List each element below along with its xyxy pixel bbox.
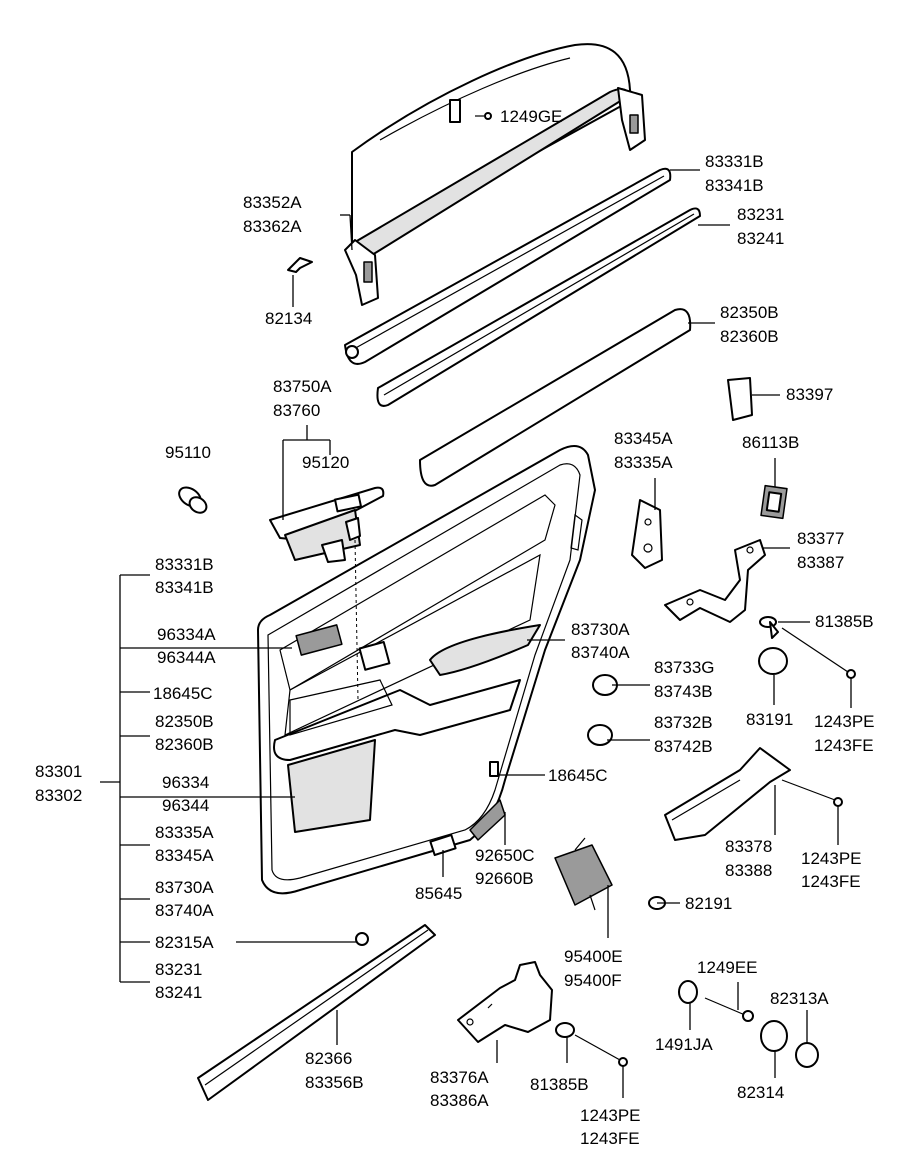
- label-83231-panel: 83231: [155, 960, 202, 979]
- label-83742B: 83742B: [654, 737, 713, 756]
- label-92660B: 92660B: [475, 869, 534, 888]
- leader-lines: [100, 169, 852, 1098]
- label-86113B: 86113B: [742, 433, 799, 452]
- weatherstrip-83231: [376, 207, 701, 407]
- pad-83397: [727, 377, 753, 421]
- clip-85645: [429, 833, 457, 857]
- label-1243FE-c: 1243FE: [580, 1129, 640, 1148]
- label-83331B: 83331B: [705, 152, 764, 171]
- bracket-83378: [664, 747, 791, 841]
- label-81385B-b: 81385B: [530, 1075, 589, 1094]
- label-95400F: 95400F: [564, 971, 622, 990]
- label-95110: 95110: [165, 443, 211, 462]
- label-83302: 83302: [35, 786, 82, 805]
- label-1243PE: 1243PE: [814, 712, 875, 731]
- label-83388: 83388: [725, 861, 772, 880]
- label-82360B: 82360B: [720, 327, 779, 346]
- label-95400E: 95400E: [564, 947, 623, 966]
- clip-1491JA: [678, 980, 698, 1004]
- label-1243PE-b: 1243PE: [801, 849, 862, 868]
- label-96344: 96344: [162, 796, 209, 815]
- label-82360B-panel: 82360B: [155, 735, 214, 754]
- label-83341B: 83341B: [705, 176, 764, 195]
- label-83356B: 83356B: [305, 1073, 364, 1092]
- label-1249GE: 1249GE: [500, 107, 562, 126]
- clip-82134: [287, 257, 313, 273]
- label-96344A: 96344A: [157, 648, 216, 667]
- knob-95110: [178, 486, 208, 514]
- label-82134: 82134: [265, 309, 312, 328]
- label-83341B-panel: 83341B: [155, 578, 214, 597]
- label-18645C-panel: 18645C: [153, 684, 213, 703]
- label-83231: 83231: [737, 205, 784, 224]
- label-1243FE: 1243FE: [814, 736, 874, 755]
- label-81385B: 81385B: [815, 612, 874, 631]
- label-83376A: 83376A: [430, 1068, 489, 1087]
- label-83345A: 83345A: [614, 429, 673, 448]
- cap-82313A: [795, 1042, 819, 1068]
- label-1491JA: 1491JA: [655, 1035, 713, 1054]
- label-96334: 96334: [162, 773, 209, 792]
- label-83345A-panel: 83345A: [155, 846, 214, 865]
- label-83730A: 83730A: [571, 620, 630, 639]
- label-83760: 83760: [273, 401, 320, 420]
- label-83743B: 83743B: [654, 682, 713, 701]
- pad-86113B: [760, 484, 788, 520]
- garnish-82350B: [419, 308, 692, 487]
- label-18645C: 18645C: [548, 766, 608, 785]
- label-1249EE: 1249EE: [697, 958, 758, 977]
- label-83378: 83378: [725, 837, 772, 856]
- label-83335A: 83335A: [614, 453, 673, 472]
- label-83750A: 83750A: [273, 377, 332, 396]
- label-82350B: 82350B: [720, 303, 779, 322]
- weatherstrip-83331B: [344, 167, 672, 365]
- label-83732B: 83732B: [654, 713, 713, 732]
- label-82350B-panel: 82350B: [155, 712, 214, 731]
- label-95120: 95120: [302, 453, 349, 472]
- label-82366: 82366: [305, 1049, 352, 1068]
- bracket-83376A: [457, 961, 553, 1043]
- grommet-83191: [758, 647, 788, 675]
- label-83740A-panel: 83740A: [155, 901, 214, 920]
- label-83331B-panel: 83331B: [155, 555, 214, 574]
- label-82314: 82314: [737, 1083, 784, 1102]
- label-83387: 83387: [797, 553, 844, 572]
- label-83241: 83241: [737, 229, 784, 248]
- label-83386A: 83386A: [430, 1091, 489, 1110]
- label-83241-panel: 83241: [155, 983, 202, 1002]
- label-82313A: 82313A: [770, 989, 829, 1008]
- clip-82315A: [355, 932, 369, 946]
- door-trim-panel: [257, 445, 596, 895]
- grommet-82314: [760, 1020, 788, 1052]
- label-92650C: 92650C: [475, 846, 535, 865]
- power-window-switch-panel: [269, 486, 385, 563]
- label-83377: 83377: [797, 529, 844, 548]
- light-95400E: [554, 844, 613, 906]
- label-83740A: 83740A: [571, 643, 630, 662]
- scuff-plate-82366: [197, 924, 436, 1101]
- label-96334A: 96334A: [157, 625, 216, 644]
- sunshade-assembly: [344, 43, 646, 306]
- label-82191: 82191: [685, 894, 732, 913]
- label-83730A-panel: 83730A: [155, 878, 214, 897]
- label-1243PE-c: 1243PE: [580, 1106, 641, 1125]
- part-number-labels: 1249GE 83331B 83341B 83352A 83362A 83231…: [35, 107, 875, 1148]
- screw-1243PE-right: [781, 627, 849, 673]
- label-83191: 83191: [746, 710, 793, 729]
- label-83352A: 83352A: [243, 193, 302, 212]
- bracket-83377: [664, 539, 766, 623]
- label-85645: 85645: [415, 884, 462, 903]
- label-83397: 83397: [786, 385, 833, 404]
- label-82315A: 82315A: [155, 933, 214, 952]
- label-83362A: 83362A: [243, 217, 302, 236]
- label-83733G: 83733G: [654, 658, 715, 677]
- clip-81385B-right: [759, 616, 779, 639]
- label-83301: 83301: [35, 762, 82, 781]
- bracket-83345A: [631, 499, 663, 569]
- label-83335A-panel: 83335A: [155, 823, 214, 842]
- label-1243FE-b: 1243FE: [801, 872, 861, 891]
